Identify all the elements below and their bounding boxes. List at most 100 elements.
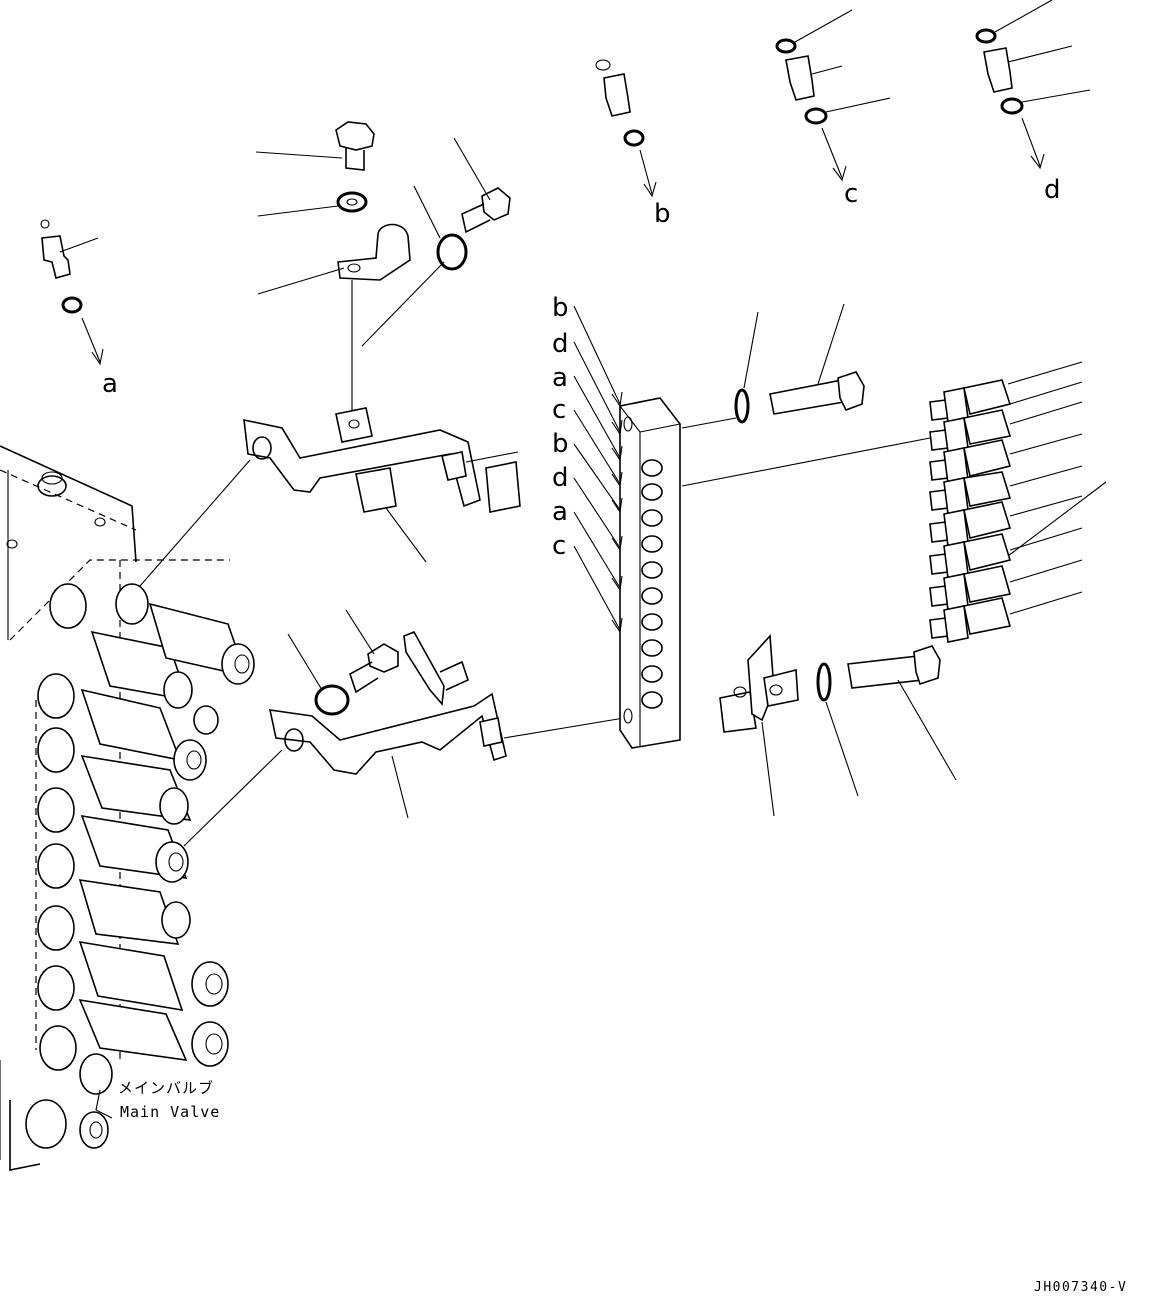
fitting-group-d: d <box>975 0 1091 205</box>
hose-end-icon <box>963 379 1012 415</box>
port-fitting-icon <box>641 561 663 579</box>
straight-fitting-icon <box>785 55 815 101</box>
solenoid-body-icon <box>78 879 180 945</box>
cap-hole <box>168 852 184 872</box>
leader-line <box>811 65 843 75</box>
valve-edge <box>9 1100 41 1171</box>
washer-icon <box>734 388 750 424</box>
hose-end-icon <box>963 501 1012 539</box>
lower-manifold-mount <box>719 634 957 817</box>
upper-bracket-hardware <box>255 121 511 414</box>
block-icon <box>485 461 521 513</box>
leader-line <box>761 721 775 817</box>
cap-hole <box>89 1121 103 1139</box>
mount-line <box>503 717 625 739</box>
hose-line <box>1009 591 1083 615</box>
solenoid-body-icon <box>80 688 182 762</box>
manifold-ports <box>641 459 663 709</box>
hex-cap-icon <box>79 1111 109 1149</box>
callout-arrow <box>573 375 621 459</box>
port-fitting-icon <box>641 509 663 527</box>
port-fitting-icon <box>641 665 663 683</box>
hose-end-icon <box>963 471 1012 507</box>
manifold-block <box>619 397 931 749</box>
valve-section-4 <box>37 787 189 883</box>
hose-fitting-2 <box>929 401 1083 453</box>
clamp-icon <box>337 223 411 281</box>
hex-bolt-head-icon <box>837 371 865 412</box>
leader-line <box>59 237 99 253</box>
o-ring-icon <box>623 129 645 147</box>
hex-cap-icon <box>221 643 255 685</box>
manifold-hole <box>623 708 633 724</box>
leader-line <box>453 137 491 201</box>
hex-cap-icon <box>173 739 207 781</box>
valve-section-6 <box>37 905 229 1012</box>
o-ring-icon <box>975 28 997 44</box>
hose-line <box>1009 495 1083 517</box>
hex-bolt-head-icon <box>335 121 375 151</box>
callout-arrows <box>573 305 623 634</box>
valve-outline <box>0 445 137 563</box>
leader-line <box>794 9 853 43</box>
cap-hole <box>186 750 202 770</box>
arrow-head-icon <box>91 348 104 366</box>
hex-bolt-head-icon <box>367 643 399 673</box>
hose-end-icon <box>963 409 1012 445</box>
clip-tab-icon <box>439 660 469 691</box>
leader-line <box>681 437 931 487</box>
hex-cap-icon <box>37 843 75 889</box>
hose-line <box>1009 401 1083 425</box>
hidden-line <box>35 560 121 1060</box>
cap-hole <box>205 973 223 995</box>
port-fitting-icon <box>641 613 663 631</box>
bolt-shank-icon <box>349 661 379 694</box>
mount-line <box>681 417 737 429</box>
fitting-group-b: b <box>595 59 671 229</box>
block-icon <box>719 691 757 733</box>
leader-line <box>287 633 323 691</box>
block-icon <box>355 467 397 513</box>
leader-line <box>825 701 859 797</box>
callout-a: a <box>102 369 118 399</box>
hose-fitting-5 <box>929 495 1083 547</box>
hose-line <box>1007 361 1083 385</box>
callout-arrow <box>573 409 621 485</box>
hose-end-icon <box>963 597 1012 635</box>
callout-c-top: c <box>844 179 858 209</box>
fitting-group-a: a <box>40 219 118 399</box>
hose-fittings <box>929 361 1107 643</box>
lower-bracket <box>183 692 625 847</box>
hose-fitting-8 <box>929 591 1083 643</box>
plug-top <box>41 471 63 485</box>
hex-cap-icon <box>191 961 229 1007</box>
hose-end-icon <box>963 533 1012 571</box>
cap-hole <box>205 1033 223 1055</box>
hex-cap-icon <box>37 905 75 951</box>
bracket-plate-icon <box>243 418 481 508</box>
manifold-edge <box>619 405 641 433</box>
hex-cap-icon <box>191 1021 229 1067</box>
hex-cap-icon <box>37 673 75 719</box>
washer-icon <box>816 662 832 702</box>
callout-column-3: a <box>552 363 568 393</box>
bolt-shank-icon <box>345 148 365 171</box>
hex-cap-icon <box>193 705 219 735</box>
o-ring-small-icon <box>595 59 611 71</box>
port-fitting-icon <box>641 459 663 477</box>
o-ring-icon <box>1000 97 1024 115</box>
mount-line <box>139 459 251 587</box>
callout-column-1: b <box>552 293 569 323</box>
washer-hole <box>346 198 358 206</box>
port-fitting-icon <box>641 639 663 657</box>
leader-line <box>825 97 891 113</box>
bolt-shank-icon <box>847 655 923 689</box>
valve-hole <box>94 517 106 527</box>
hose-end-icon <box>963 565 1012 603</box>
arrow-head-icon <box>1030 153 1045 170</box>
hose-fitting-6 <box>929 527 1083 579</box>
callout-arrow <box>573 341 621 433</box>
leader-line <box>95 1089 113 1119</box>
hex-cap-icon <box>79 1053 113 1095</box>
